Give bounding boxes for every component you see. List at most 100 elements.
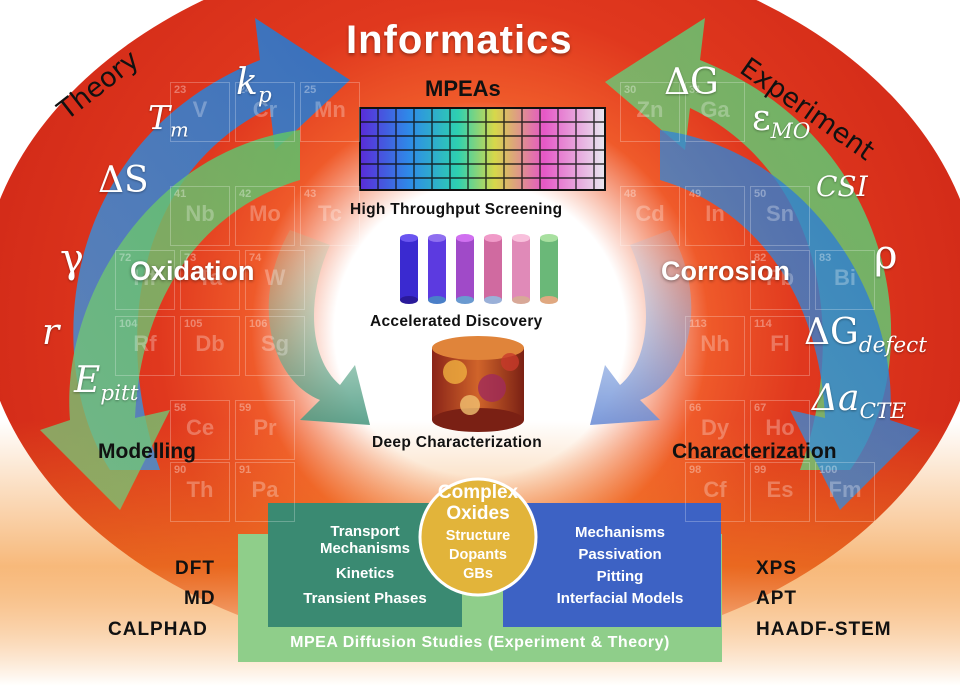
element-symbol: Pb	[765, 265, 795, 290]
element-number: 58	[174, 402, 187, 414]
element-symbol: Fl	[770, 331, 790, 356]
element-number: 82	[754, 252, 767, 264]
element-number: 105	[184, 318, 203, 330]
element-symbol: Pr	[253, 415, 277, 440]
element-number: 98	[689, 464, 702, 476]
element-number: 66	[689, 402, 702, 414]
element-symbol: Dy	[700, 415, 730, 440]
screening-caption: High Throughput Screening	[350, 201, 563, 218]
element-number: 67	[754, 402, 767, 414]
element-symbol: Mn	[314, 97, 346, 122]
element-symbol: Hf	[133, 265, 157, 290]
dg-defect-symbol: ΔGdefect	[804, 312, 927, 359]
element-number: 31	[689, 84, 702, 96]
element-number: 30	[624, 84, 637, 96]
element-number: 72	[119, 252, 132, 264]
element-symbol: Th	[186, 477, 214, 502]
element-number: 43	[304, 188, 317, 200]
r-symbol: r	[42, 312, 60, 353]
csi-symbol: CSI	[816, 170, 868, 203]
corrosion-label: Corrosion	[661, 256, 791, 286]
element-number: 106	[249, 318, 268, 330]
characterization-label: Characterization	[672, 440, 837, 463]
element-number: 91	[239, 464, 252, 476]
gibbs-symbol: ΔG	[664, 62, 719, 103]
element-number: 113	[689, 318, 707, 330]
rho-symbol: ρ	[874, 232, 898, 278]
element-symbol: Es	[766, 477, 794, 502]
element-number: 90	[174, 464, 187, 476]
element-symbol: Bi	[834, 265, 856, 290]
element-symbol: Nh	[700, 331, 730, 356]
method-md: MD	[184, 588, 216, 609]
element-number: 25	[304, 84, 317, 96]
complex-oxides-circle: Complex Oxides Structure Dopants GBs	[437, 482, 519, 582]
modelling-label: Modelling	[98, 440, 196, 463]
element-symbol: Cf	[703, 477, 727, 502]
element-symbol: Cr	[252, 97, 278, 122]
element-symbol: Tc	[317, 201, 343, 226]
element-symbol: Sn	[765, 201, 795, 226]
element-symbol: Rf	[133, 331, 157, 356]
oxidation-label: Oxidation	[130, 256, 255, 286]
element-number: 42	[239, 188, 252, 200]
element-symbol: W	[264, 265, 286, 290]
element-symbol: Nb	[185, 201, 215, 226]
characterization-caption: Deep Characterization	[372, 434, 542, 451]
element-number: 41	[174, 188, 187, 200]
element-number: 23	[174, 84, 187, 96]
method-calphad: CALPHAD	[108, 619, 208, 640]
element-number: 104	[119, 318, 138, 330]
element-symbol: Mo	[249, 201, 281, 226]
element-symbol: Db	[195, 331, 225, 356]
element-symbol: Ce	[185, 415, 215, 440]
element-symbol: Fm	[828, 477, 862, 502]
element-number: 50	[754, 188, 767, 200]
method-dft: DFT	[175, 558, 215, 579]
element-symbol: In	[705, 201, 725, 226]
element-number: 24	[239, 84, 252, 96]
element-number: 100	[819, 464, 838, 476]
page-title: Informatics	[346, 18, 573, 62]
epitt-symbol: Epitt	[74, 360, 139, 407]
element-symbol: Ho	[765, 415, 795, 440]
da-cte-symbol: ΔaCTE	[812, 378, 907, 425]
tm-symbol: Tm	[148, 98, 189, 142]
element-symbol: Pa	[251, 477, 279, 502]
element-number: 49	[689, 188, 702, 200]
element-symbol: Ta	[197, 265, 223, 290]
element-symbol: Ga	[700, 97, 730, 122]
element-symbol: Cd	[635, 201, 665, 226]
element-symbol: V	[192, 97, 208, 122]
method-haadf-stem: HAADF-STEM	[756, 619, 892, 640]
element-symbol: Zn	[636, 97, 664, 122]
transport-box: Transport Mechanisms Kinetics Transient …	[303, 523, 427, 607]
